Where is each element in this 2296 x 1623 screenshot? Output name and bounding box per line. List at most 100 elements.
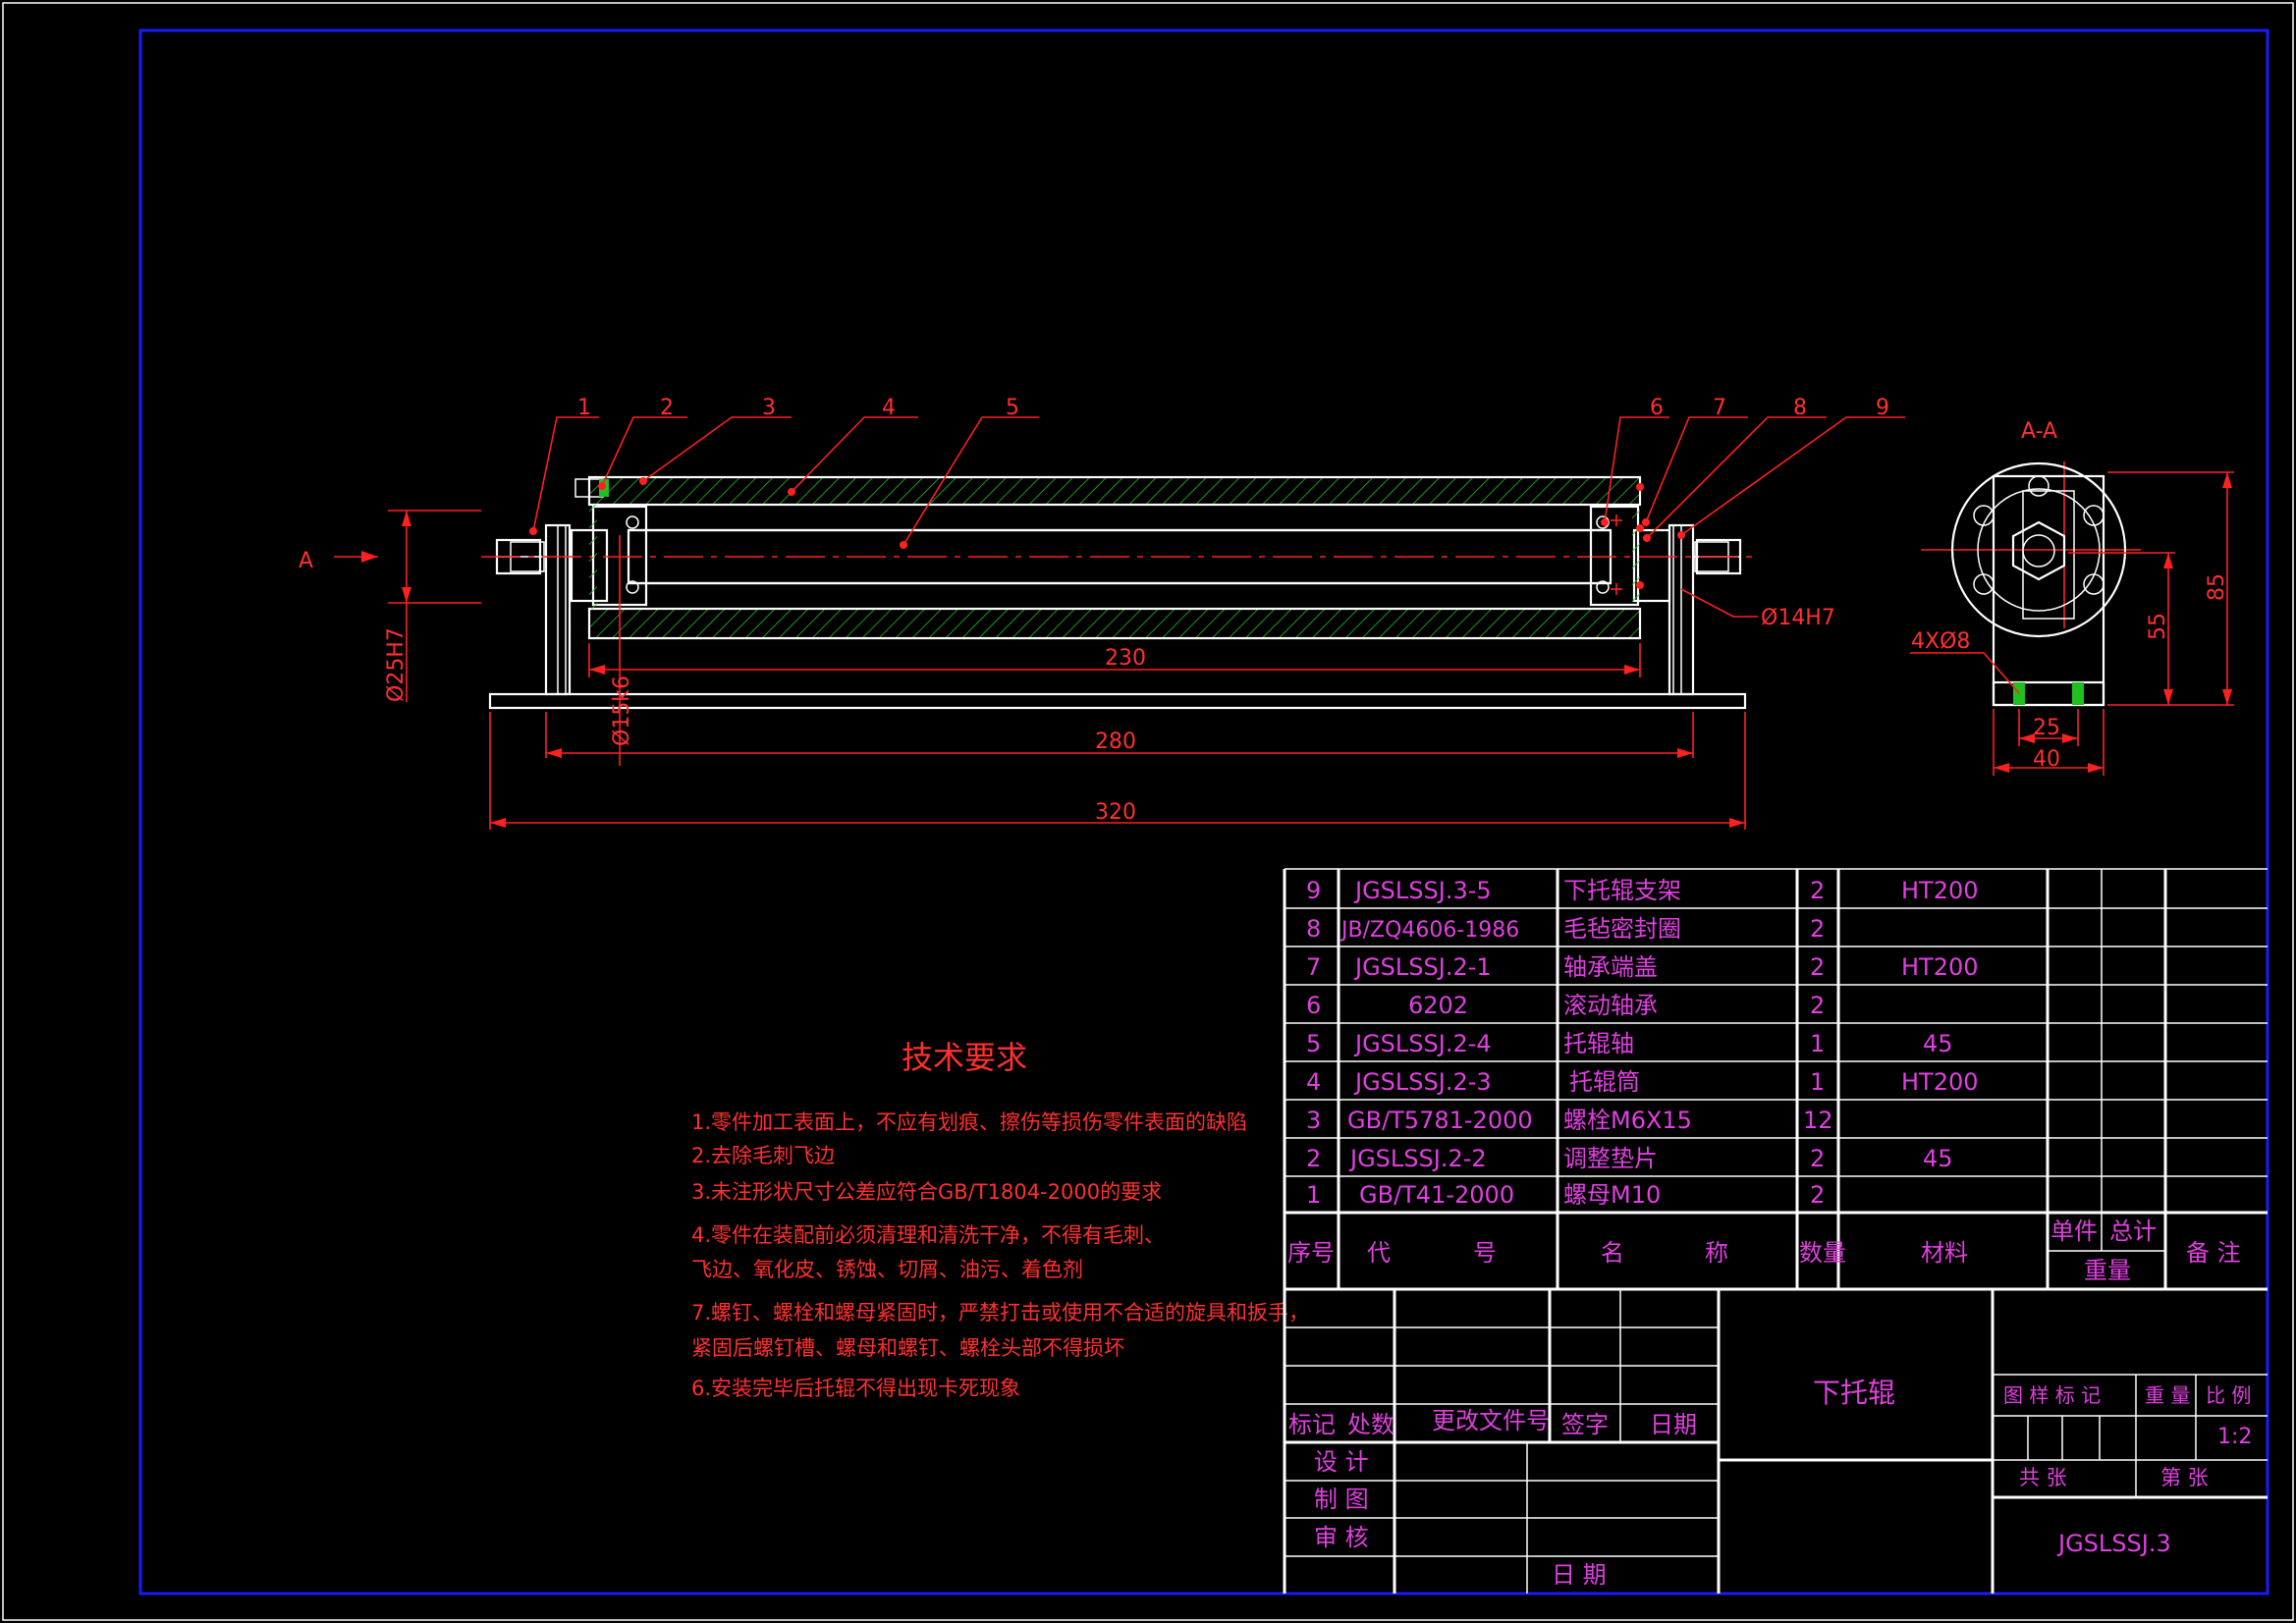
bom-header-total: 总计	[2109, 1217, 2157, 1245]
bom-header-code: 号	[1473, 1239, 1497, 1267]
roller-tube-top	[587, 475, 1642, 507]
bom-name: 轴承端盖	[1563, 953, 1658, 981]
bom-qty: 2	[1810, 1145, 1825, 1172]
bom-material: 45	[1923, 1145, 1953, 1172]
bom-name: 毛毡密封圈	[1563, 915, 1681, 943]
bom-header: 序号 代 号 名 称 数量 材料 单件 总计 重量 备 注	[1287, 1217, 2241, 1284]
section-hex-nut	[2011, 520, 2066, 581]
bom-no: 4	[1306, 1068, 1321, 1096]
bom-qty: 2	[1810, 915, 1825, 943]
balloon-7: 7	[1713, 396, 1726, 420]
balloon-5: 5	[1006, 396, 1019, 420]
bom-no: 5	[1306, 1030, 1321, 1057]
base-plate	[488, 692, 1747, 710]
dim-230: 230	[1105, 646, 1146, 671]
balloon-9: 9	[1876, 396, 1889, 420]
section-view-title: A-A	[2021, 419, 2057, 444]
drawing-scale: 1:2	[2217, 1425, 2252, 1449]
bom-name: 滚动轴承	[1563, 992, 1658, 1019]
bom-qty: 2	[1810, 953, 1825, 981]
tb-fig-mark: 图 样 标 记	[2003, 1383, 2101, 1407]
bom-material: HT200	[1901, 953, 1979, 981]
bom-name: 螺栓M6X15	[1563, 1107, 1692, 1134]
tb-sign: 签字	[1561, 1411, 1609, 1438]
bom-code: JGSLSSJ.2-2	[1348, 1145, 1487, 1172]
title-block-text: 标记 处数 更改文件号 签字 日期 设 计 制 图 审 核 日 期 下托辊 图 …	[1288, 1377, 2252, 1589]
bom-code: JGSLSSJ.2-3	[1353, 1068, 1492, 1096]
tb-date2: 日 期	[1552, 1561, 1607, 1589]
tech-requirements: 技术要求 1.零件加工表面上，不应有划痕、擦伤等损伤零件表面的缺陷 2.去除毛刺…	[691, 1039, 1309, 1400]
dim-d-shaft: Ø15k6	[610, 676, 634, 746]
roller-tube-bottom	[587, 607, 1642, 640]
tech-req-item: 4.零件在装配前必须清理和清洗干净，不得有毛刺、	[691, 1223, 1165, 1247]
bom-header-material: 材料	[1921, 1239, 1968, 1267]
bom-table	[1283, 868, 2268, 1594]
tech-req-item: 3.未注形状尺寸公差应符合GB/T1804-2000的要求	[691, 1180, 1162, 1204]
bom-code: JGSLSSJ.2-4	[1353, 1030, 1492, 1057]
dim-320: 320	[1095, 800, 1136, 825]
bom-material: 45	[1923, 1030, 1953, 1057]
tb-sheet-no: 第 张	[2160, 1466, 2209, 1489]
bom-qty: 1	[1810, 1030, 1825, 1057]
bom-header-no: 序号	[1287, 1239, 1335, 1267]
bom-header-name: 称	[1705, 1239, 1728, 1267]
bom-material: HT200	[1901, 1068, 1979, 1096]
dim-40: 40	[2033, 747, 2060, 772]
dim-280: 280	[1095, 730, 1136, 754]
section-view-AA: A-A	[1910, 419, 2234, 776]
bom-qty: 2	[1810, 992, 1825, 1019]
dim-55: 55	[2146, 613, 2170, 640]
tb-ratio: 比 例	[2206, 1383, 2251, 1407]
bom-code: JGSLSSJ.3-5	[1353, 877, 1492, 904]
section-roller-outline	[1950, 461, 2127, 638]
tb-change-doc: 更改文件号	[1432, 1407, 1550, 1434]
balloon-1: 1	[577, 396, 591, 420]
tb-count: 处数	[1347, 1411, 1394, 1438]
bom-header-code: 代	[1367, 1239, 1391, 1267]
tb-weight: 重 量	[2145, 1383, 2190, 1407]
bom-name: 托辊轴	[1563, 1030, 1634, 1057]
tb-draw: 制 图	[1314, 1486, 1369, 1513]
bom-code: 6202	[1408, 992, 1468, 1019]
bom-no: 9	[1306, 877, 1321, 904]
bom-header-remark: 备 注	[2186, 1239, 2241, 1267]
balloon-8: 8	[1793, 396, 1807, 420]
main-view: 1 2 3 4 5 6 7 8 9 A	[299, 396, 1905, 830]
bom-header-name: 名	[1601, 1239, 1624, 1267]
dim-85: 85	[2205, 573, 2229, 601]
tech-req-title: 技术要求	[902, 1039, 1027, 1076]
bom-no: 7	[1306, 953, 1321, 981]
balloon-6: 6	[1650, 396, 1664, 420]
bom-qty: 2	[1810, 877, 1825, 904]
tb-total-sheets: 共 张	[2019, 1466, 2067, 1489]
bom-name: 螺母M10	[1563, 1181, 1661, 1209]
tech-req-item: 2.去除毛刺飞边	[691, 1144, 835, 1167]
bom-code: JB/ZQ4606-1986	[1339, 918, 1519, 943]
bom-no: 1	[1306, 1181, 1321, 1209]
bom-no: 6	[1306, 992, 1321, 1019]
dim-25: 25	[2033, 716, 2060, 740]
tech-req-item: 6.安装完毕后托辊不得出现卡死现象	[691, 1377, 1020, 1400]
dim-holes: 4XØ8	[1911, 629, 1970, 654]
bom-header-unit: 单件	[2050, 1217, 2098, 1245]
balloon-4: 4	[882, 396, 896, 420]
title-block-lines	[1285, 1289, 2268, 1594]
balloon-3: 3	[762, 396, 776, 420]
bom-header-qty: 数量	[1799, 1239, 1846, 1267]
bom-code: GB/T5781-2000	[1347, 1107, 1533, 1134]
drawing-border	[138, 28, 2269, 1596]
tb-design: 设 计	[1314, 1448, 1369, 1476]
bom-name: 托辊筒	[1569, 1068, 1640, 1096]
dim-d-bore: Ø25H7	[384, 627, 409, 702]
bom-no: 2	[1306, 1145, 1321, 1172]
balloon-2: 2	[660, 396, 674, 420]
bom-name: 调整垫片	[1563, 1145, 1658, 1172]
bom-qty: 1	[1810, 1068, 1825, 1096]
bom-material: HT200	[1901, 877, 1979, 904]
dim-d-bearing: Ø14H7	[1761, 606, 1835, 630]
drawing-name: 下托辊	[1813, 1377, 1895, 1409]
bom-no: 8	[1306, 915, 1321, 943]
bom-rows: 9 JGSLSSJ.3-5 下托辊支架 2 HT200 8 JB/ZQ4606-…	[1306, 877, 1979, 1209]
